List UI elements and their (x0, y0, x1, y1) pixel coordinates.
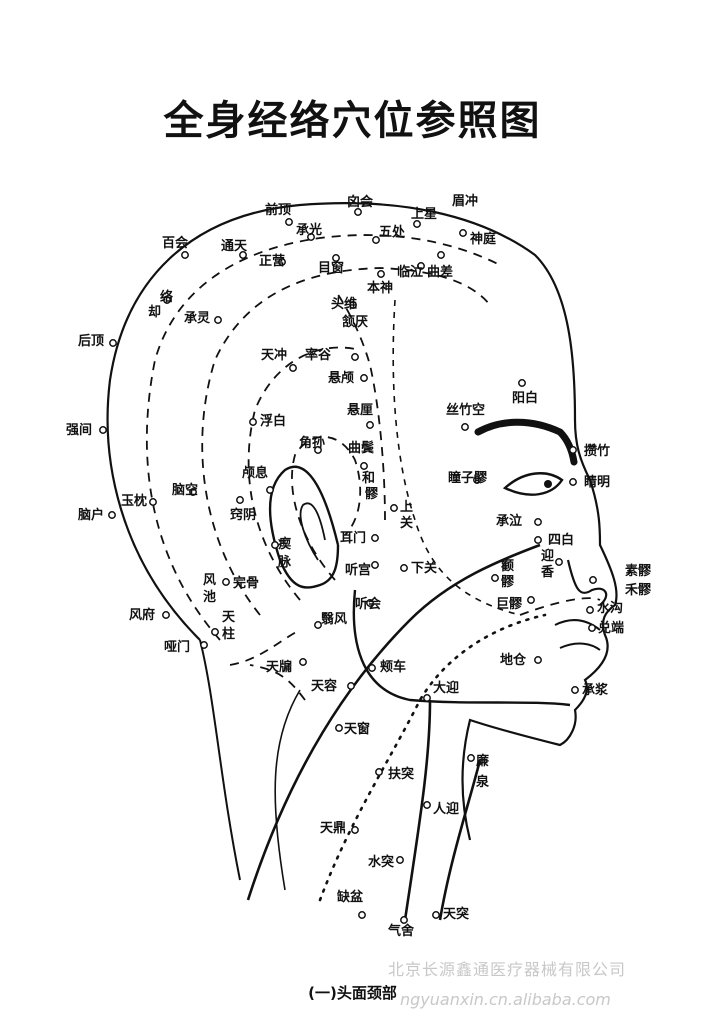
point-label: 和 (362, 470, 375, 486)
point-label: 禾髎 (625, 582, 652, 598)
point-label: 脉 (277, 554, 292, 570)
lips (554, 619, 601, 651)
point-label: 缺盆 (336, 889, 364, 905)
point-label: 天 (222, 610, 236, 625)
point-label: 风 (203, 573, 216, 588)
point-label: 兑端 (598, 620, 624, 636)
eye (502, 472, 564, 496)
point-label: 目窗 (318, 260, 344, 276)
point-label: 泉 (476, 774, 490, 790)
point-label: 耳门 (340, 530, 366, 546)
point-label: 睛明 (584, 474, 610, 490)
point-label: 巨髎 (496, 596, 523, 612)
point-label: 风府 (129, 607, 155, 623)
point-label: 柱 (222, 626, 235, 642)
point-label: 囟会 (347, 194, 374, 210)
eyebrow (474, 418, 578, 466)
point-label: 哑门 (164, 639, 190, 655)
point-label: 却 (148, 304, 161, 320)
ear-inner (299, 502, 326, 561)
point-label: 天突 (443, 906, 469, 922)
point-label: 窍阴 (230, 507, 256, 523)
neck-mid (274, 689, 301, 891)
point-label: 通天 (221, 238, 248, 254)
point-label: 下关 (411, 560, 437, 576)
point-label: 头维 (331, 296, 357, 312)
point-label: 大迎 (433, 680, 459, 696)
point-label: 上 (400, 500, 413, 515)
point-label: 临泣 (397, 264, 423, 280)
point-label: 天牖 (266, 659, 292, 675)
point-label: 攒竹 (584, 443, 610, 459)
point-label: 丝竹空 (446, 402, 485, 418)
point-label: 五处 (379, 224, 406, 240)
point-label: 承光 (296, 222, 322, 238)
point-label: 瘈 (278, 536, 291, 552)
point-label: 颅息 (242, 465, 268, 481)
point-label: 率谷 (305, 347, 332, 363)
face-contour (392, 299, 521, 616)
point-label: 脑空 (172, 482, 198, 498)
point-label: 关 (400, 515, 413, 531)
point-label: 四白 (548, 532, 574, 548)
point-label: 池 (203, 589, 216, 605)
point-label: 悬颅 (328, 370, 354, 386)
watermark-company: 北京长源鑫通医疗器械有限公司 (388, 960, 627, 979)
point-label: 翳风 (321, 612, 347, 627)
point-label: 廉 (476, 753, 489, 769)
point-label: 天鼎 (320, 821, 346, 836)
point-label: 阳白 (512, 390, 538, 406)
point-label: 颊车 (380, 659, 406, 675)
point-label: 髎 (501, 574, 515, 590)
point-label: 水突 (368, 854, 394, 870)
point-label: 水沟 (597, 600, 623, 616)
point-label: 后顶 (78, 333, 104, 349)
point-label: 气舍 (388, 923, 415, 939)
point-label: 承泣 (496, 513, 522, 529)
point-label: 听宫 (345, 562, 371, 578)
point-label: 神庭 (470, 231, 497, 247)
point-label: 百会 (162, 235, 189, 251)
point-label: 听会 (355, 596, 382, 612)
nose (566, 559, 608, 606)
point-label: 脑户 (78, 507, 104, 523)
point-label: 天冲 (261, 347, 287, 363)
page-title: 全身经络穴位参照图 (163, 98, 542, 144)
point-label: 眉冲 (452, 193, 478, 209)
point-label: 玉枕 (121, 493, 147, 509)
point-label: 香 (540, 564, 555, 580)
point-label: 瞳子髎 (448, 470, 488, 486)
point-label: 本神 (367, 280, 393, 296)
point-label: 悬厘 (347, 403, 373, 418)
head-outline (106, 202, 618, 841)
point-label: 迎 (541, 548, 554, 564)
point-label: 地仓 (500, 652, 527, 668)
point-label: 天窗 (344, 721, 370, 737)
jaw (352, 589, 571, 707)
point-label: 浮白 (260, 413, 286, 429)
point-label: 角孙 (299, 435, 325, 451)
point-label: 人迎 (433, 801, 459, 817)
figure-caption: (一)头面颈部 (308, 984, 397, 1002)
watermark-url: ngyuanxin.cn.alibaba.com (400, 990, 611, 1009)
point-label: 天容 (311, 678, 337, 694)
point-label: 强间 (66, 422, 92, 438)
point-label: 颧 (501, 558, 514, 574)
point-label: 完骨 (233, 575, 259, 591)
point-label: 络 (160, 289, 173, 305)
point-label: 髎 (365, 486, 379, 502)
neck-back (199, 639, 241, 881)
point-label: 颔厌 (342, 314, 368, 330)
point-label: 前顶 (265, 202, 291, 218)
point-label: 正营 (259, 253, 285, 269)
point-label: 曲鬓 (348, 440, 374, 456)
point-label: 上星 (411, 207, 437, 222)
point-label: 承浆 (582, 682, 609, 698)
point-label: 承灵 (184, 311, 211, 326)
point-label: 扶突 (388, 766, 414, 782)
point-label: 素髎 (625, 563, 652, 579)
point-label: 曲差 (427, 264, 453, 280)
